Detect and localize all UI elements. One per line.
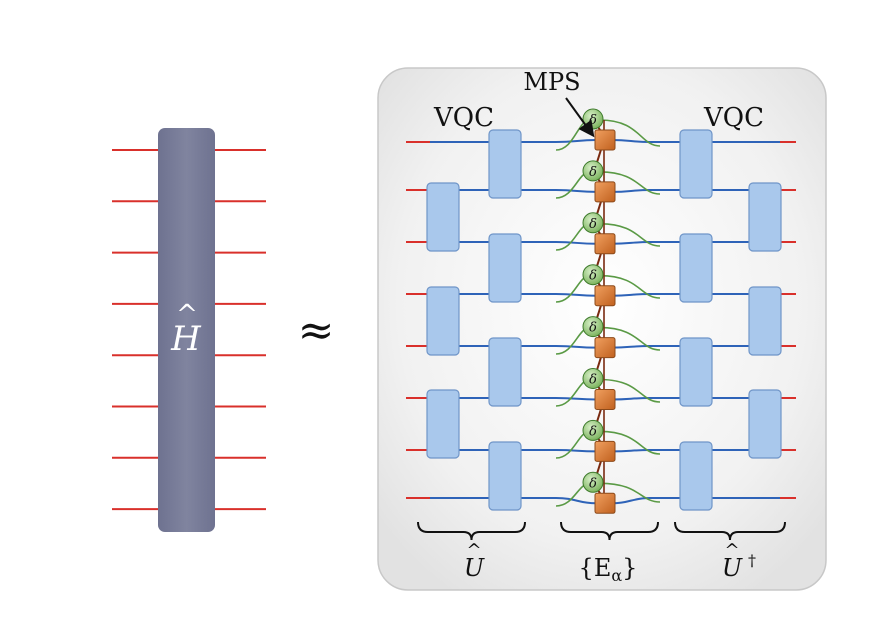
delta-node [582, 264, 604, 286]
vqc-gate-right [679, 441, 713, 511]
gates [426, 129, 782, 511]
unitary-dagger-label: U ^ † [722, 540, 756, 582]
mps-link-left [555, 189, 597, 193]
mps-tensor [594, 233, 616, 255]
delta-link-right [599, 274, 661, 299]
delta-link-right [599, 482, 661, 503]
vqc-gate-right [748, 389, 782, 459]
vqc-gate-left [488, 233, 522, 303]
delta-symbol: δ [589, 217, 597, 232]
vqc-gate-left [488, 337, 522, 407]
circuit-content: δ δ δ δ δ δ δ δ [406, 108, 796, 514]
delta-node [582, 212, 604, 234]
delta-node [582, 419, 604, 441]
vqc-gate-right [679, 337, 713, 407]
mps-link-left [555, 449, 597, 453]
delta-symbol: δ [589, 424, 597, 439]
delta-link-right [599, 223, 661, 247]
mps-tensor [594, 129, 616, 151]
mps-link-right [611, 139, 651, 143]
mps-link-left [555, 497, 597, 505]
mps-tensor [594, 389, 616, 410]
unitary-label: U ^ [464, 540, 485, 582]
mps-link-left [555, 397, 597, 401]
delta-symbol: δ [589, 373, 597, 388]
mps-link-left [555, 241, 597, 245]
vqc-right-label: VQC [703, 103, 764, 133]
vqc-gate-left [488, 441, 522, 511]
hamiltonian-operator: H^ [112, 128, 266, 532]
delta-link-right [599, 119, 661, 147]
mps-link-left [555, 345, 597, 349]
operator-hat: ^ [176, 300, 198, 330]
brace-left [417, 521, 526, 541]
vqc-gate-right [748, 182, 782, 252]
vqc-gate-left [426, 182, 460, 252]
vqc-gate-right [748, 286, 782, 356]
brace-right [674, 521, 786, 541]
delta-node [582, 316, 604, 338]
delta-symbol: δ [589, 269, 597, 284]
mps-tensor [594, 285, 616, 307]
delta-link-right [599, 326, 661, 351]
brace-middle [560, 521, 659, 541]
operator-symbol: H [170, 319, 202, 359]
mps-tensor-set-label: {Eα} [579, 554, 638, 585]
delta-link-right [599, 171, 661, 195]
vqc-gate-right [679, 129, 713, 199]
delta-node [582, 368, 604, 389]
mps-link-left [555, 293, 597, 297]
vqc-left-label: VQC [433, 103, 494, 133]
svg-text:U: U [722, 554, 743, 582]
vqc-gate-left [426, 389, 460, 459]
svg-text:^: ^ [466, 540, 481, 561]
svg-text:U: U [464, 554, 485, 582]
svg-text:†: † [748, 551, 756, 570]
vqc-gate-right [679, 233, 713, 303]
delta-symbol: δ [589, 476, 597, 491]
mps-tensor [594, 181, 616, 203]
mps-arrow [565, 97, 595, 138]
delta-symbol: δ [589, 165, 597, 180]
delta-link-right [599, 430, 661, 455]
svg-text:^: ^ [724, 540, 739, 561]
delta-symbol: δ [589, 113, 597, 128]
delta-node [582, 160, 604, 182]
approx-symbol: ≈ [298, 305, 335, 356]
mps-label: MPS [523, 68, 580, 96]
svg-text:{Eα}: {Eα} [579, 554, 638, 585]
vqc-gate-left [426, 286, 460, 356]
delta-link-right [599, 378, 661, 403]
braces [417, 521, 786, 541]
mps-tensor [594, 440, 616, 462]
vqc-gate-left [488, 129, 522, 199]
mps-link-left [555, 139, 597, 143]
mps-tensor [594, 337, 616, 359]
mps-tensor [594, 492, 616, 514]
delta-symbol: δ [589, 321, 597, 336]
delta-node [582, 471, 604, 493]
operator-block [158, 128, 215, 532]
